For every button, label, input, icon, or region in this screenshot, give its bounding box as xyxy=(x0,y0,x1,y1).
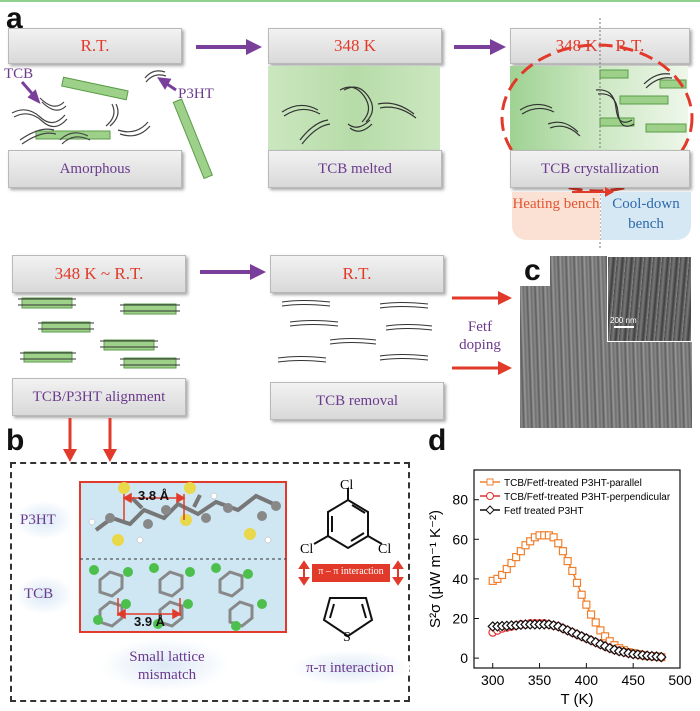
y-tick-label: 0 xyxy=(460,650,468,666)
data-point xyxy=(549,533,558,542)
step5-title: R.T. xyxy=(270,255,444,293)
scale-bar xyxy=(614,326,634,328)
data-point xyxy=(600,632,610,641)
s-atom: S xyxy=(343,630,351,645)
tcb-label: TCB xyxy=(24,586,54,602)
cl-left: Cl xyxy=(300,542,314,557)
heating-bench-label: Heating bench xyxy=(512,192,600,240)
p3ht-label: P3HT xyxy=(20,512,56,528)
fetf-doping-label: Fetf doping xyxy=(459,319,501,353)
data-point xyxy=(507,558,516,568)
step5-caption: TCB removal xyxy=(270,382,444,420)
legend-marker xyxy=(486,492,494,500)
panel-b-frame xyxy=(10,462,410,702)
data-point xyxy=(502,564,511,574)
label-p3ht: P3HT xyxy=(178,86,214,102)
y-tick-label: 60 xyxy=(452,531,468,547)
x-tick-label: 450 xyxy=(622,672,646,688)
step1-title: R.T. xyxy=(8,28,182,64)
legend-label: TCB/Fetf-treated P3HT-parallel xyxy=(504,478,642,489)
scale-bar-label: 200 nm xyxy=(610,316,637,325)
x-tick-label: 300 xyxy=(481,672,505,688)
step4-title: 348 K ~ R.T. xyxy=(12,255,186,293)
data-point xyxy=(558,547,568,556)
data-point xyxy=(568,566,577,576)
step3-caption: TCB crystallization xyxy=(510,150,690,188)
distance-p3ht: 3.8 Å xyxy=(138,488,170,503)
legend-marker xyxy=(485,505,495,515)
data-point xyxy=(591,618,600,627)
data-point xyxy=(577,590,586,599)
legend-marker xyxy=(486,478,494,486)
legend-label: Fetf treated P3HT xyxy=(504,506,583,517)
y-tick-label: 40 xyxy=(452,571,468,587)
pi-pi-label: π-π interaction xyxy=(305,660,395,676)
distance-tcb: 3.9 Å xyxy=(134,614,166,629)
data-point xyxy=(572,578,582,587)
x-tick-label: 400 xyxy=(575,672,599,688)
cl-top: Cl xyxy=(340,478,354,493)
data-point xyxy=(582,600,591,609)
step2-title: 348 K xyxy=(268,28,442,64)
mismatch-label: Small lattice mismatch xyxy=(129,649,205,683)
y-tick-label: 20 xyxy=(452,611,468,627)
top-border xyxy=(0,0,700,2)
pipi-glow xyxy=(290,650,410,686)
sem-label-bg xyxy=(520,256,550,286)
panel-label-b: b xyxy=(6,424,25,457)
melt-area xyxy=(268,66,440,150)
cooldown-bench-label: Cool-down bench xyxy=(601,192,691,240)
data-point xyxy=(586,610,596,619)
label-tcb: TCB xyxy=(4,66,34,82)
panel-label-a: a xyxy=(6,2,23,35)
y-tick-label: 80 xyxy=(452,492,468,508)
x-tick-label: 500 xyxy=(668,672,692,688)
plot-frame xyxy=(473,469,681,669)
cl-right: Cl xyxy=(378,542,392,557)
y-axis-label: S²σ (μW m⁻¹ K⁻²) xyxy=(427,510,444,628)
panel-label-c-overlay: c xyxy=(524,254,541,287)
data-point xyxy=(512,553,521,562)
data-point xyxy=(554,539,563,548)
p3ht-glow xyxy=(14,500,74,540)
step2-caption: TCB melted xyxy=(268,150,442,188)
step4-caption: TCB/P3HT alignment xyxy=(12,378,186,416)
data-point xyxy=(655,651,667,663)
data-point xyxy=(516,547,525,556)
mismatch-glow xyxy=(100,638,230,692)
data-point xyxy=(596,626,605,635)
data-point xyxy=(497,570,507,580)
panel-label-d: d xyxy=(428,424,447,457)
x-axis-label: T (K) xyxy=(560,691,593,708)
tcb-glow xyxy=(14,575,74,615)
legend-label: TCB/Fetf-treated P3HT-perpendicular xyxy=(504,492,671,503)
step1-caption: Amorphous xyxy=(8,150,182,188)
x-tick-label: 350 xyxy=(528,672,552,688)
data-point xyxy=(563,556,572,566)
pi-pi-box-label: π – π interaction xyxy=(318,566,384,577)
